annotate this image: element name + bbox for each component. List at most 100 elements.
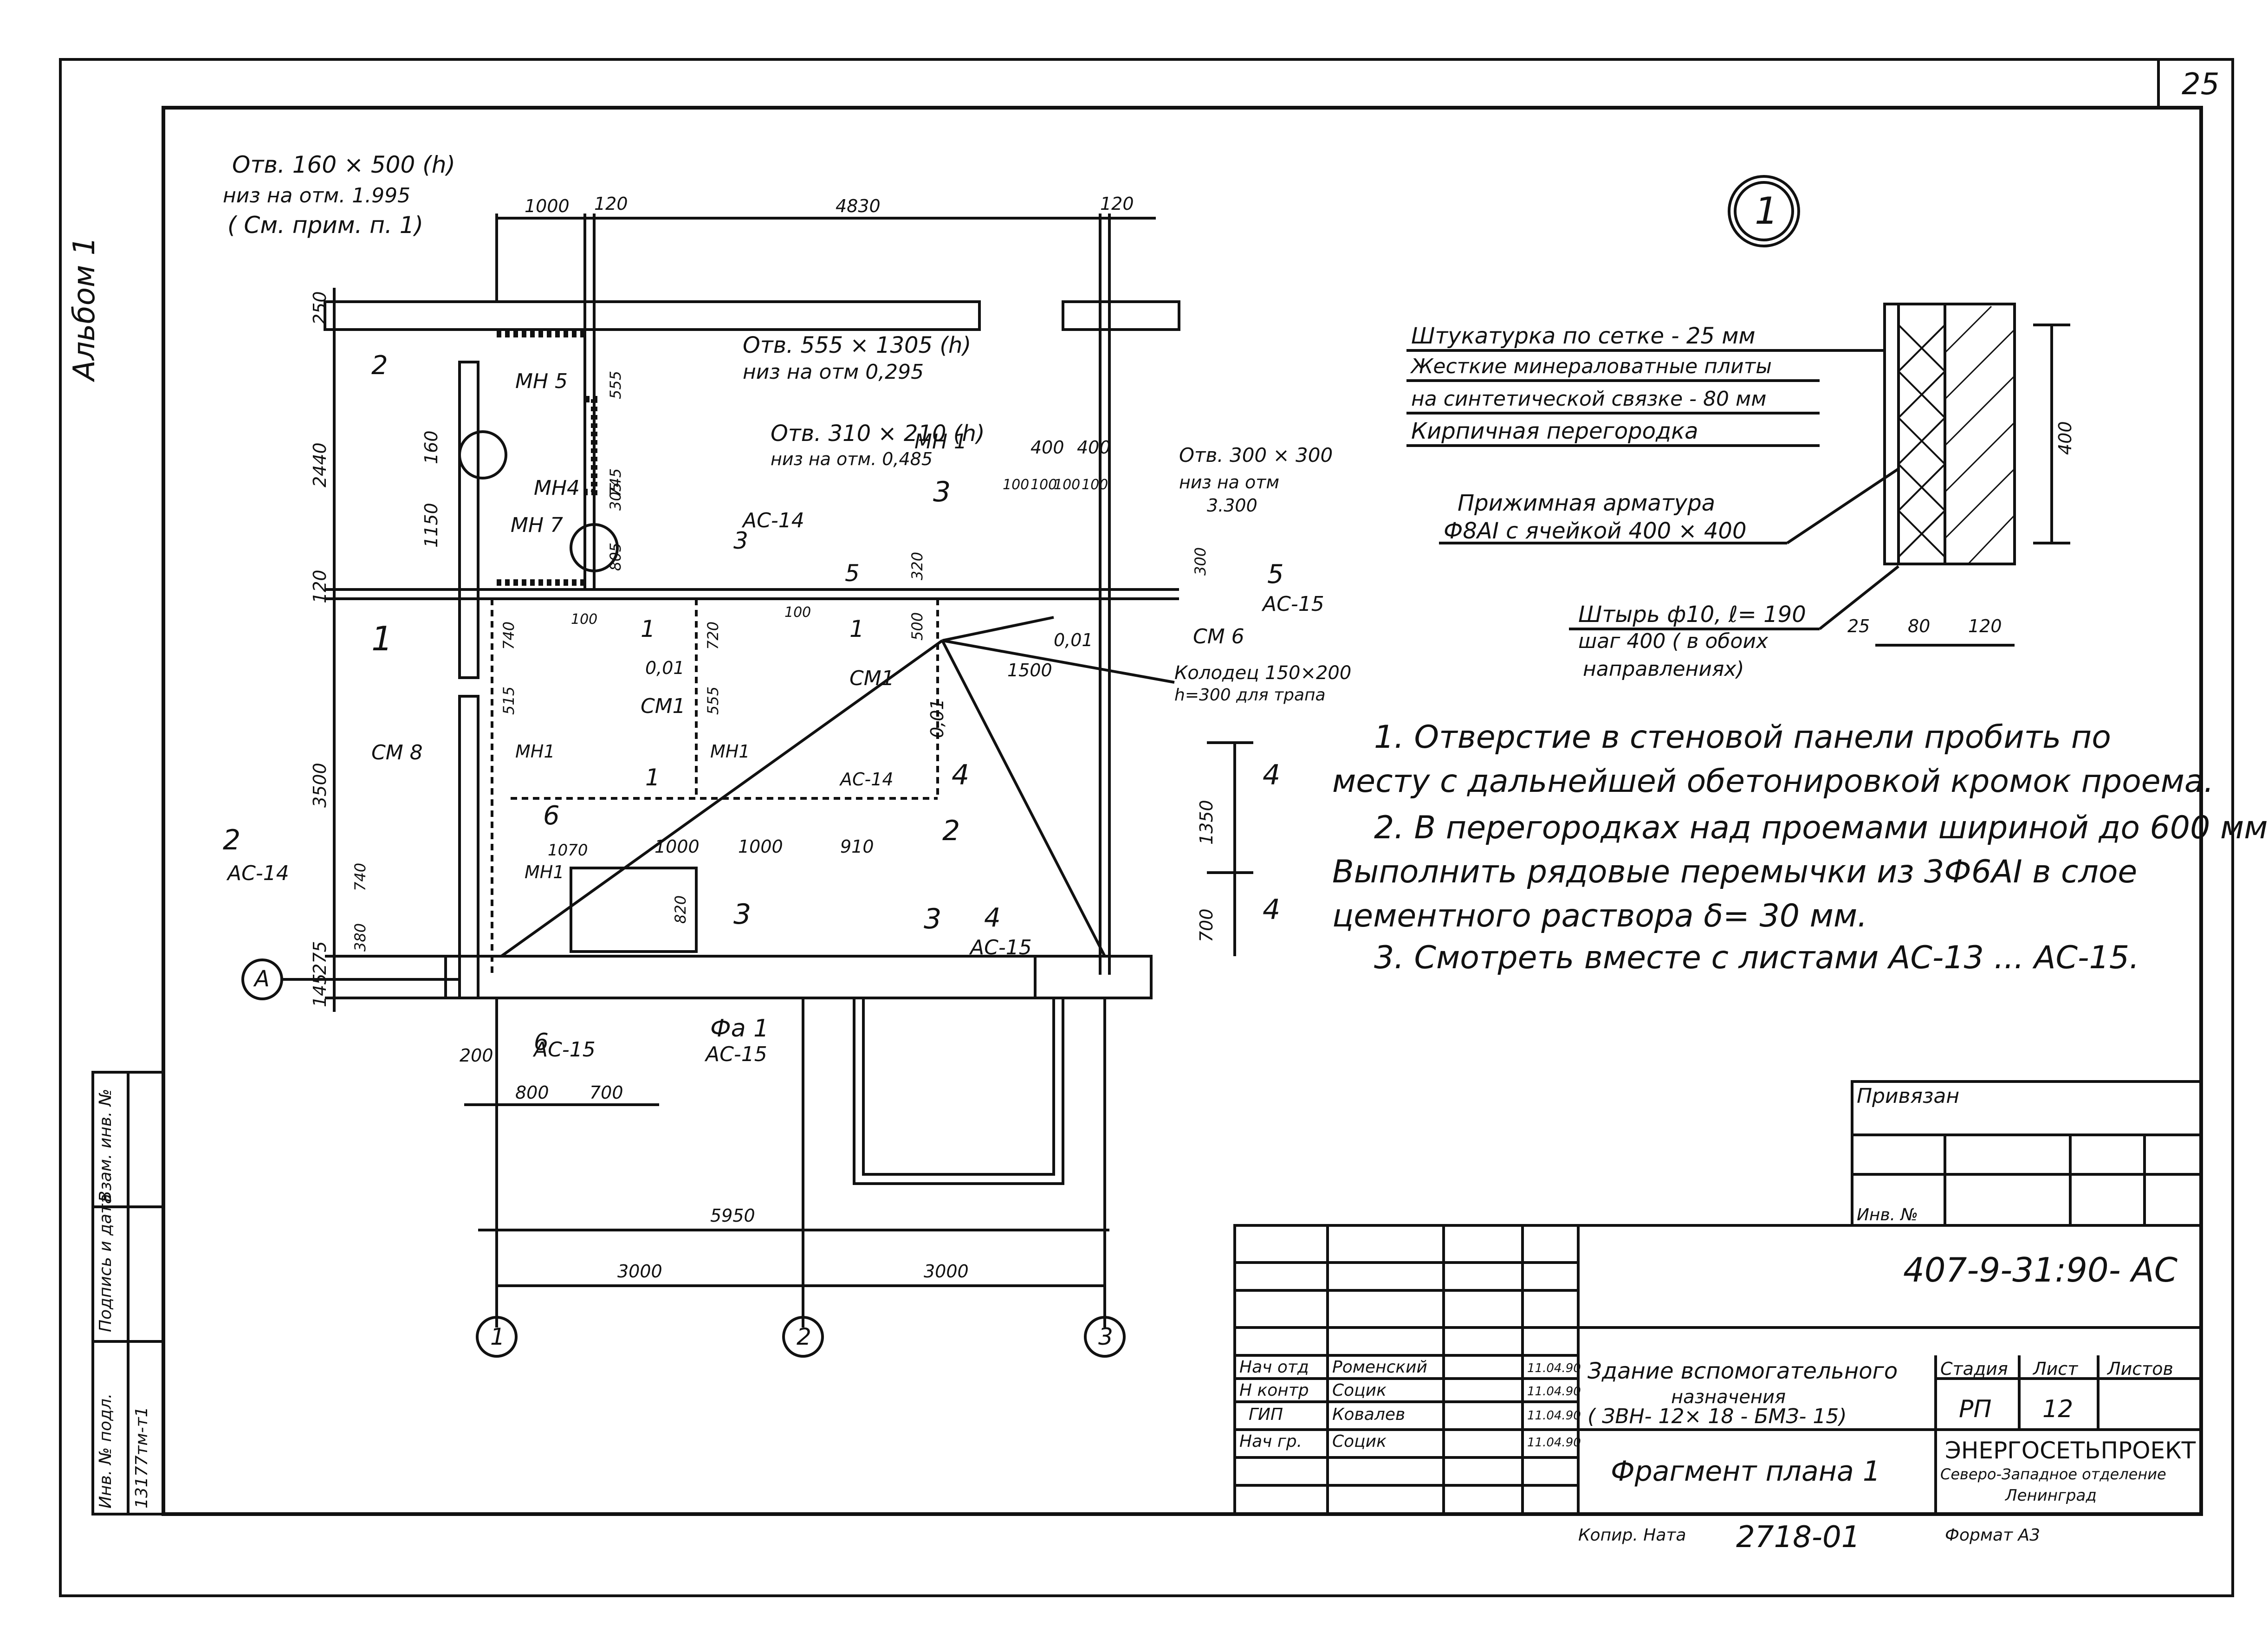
section-mark-4b: 4 [1263,759,1281,791]
dim-1350: 1350 [1196,800,1217,845]
layer-text-4: Кирпичная перегородка [1411,418,1698,444]
strip-sign-date: Подпись и дата [96,1193,115,1332]
opening-2-bottom: низ на отм 0,295 [743,360,924,384]
dim-910: 910 [840,836,874,857]
stamp-sheet-header: Лист [2033,1359,2078,1379]
level-2: 0,01 [1054,630,1093,650]
note-1a: 1. Отверстие в стеновой панели пробить п… [1374,719,2111,756]
inner-frame [162,106,2203,1516]
callout-circle-mn4 [458,430,507,479]
wall-top-left [324,300,981,331]
dim-820: 820 [672,895,689,924]
stamp-name-1: Роменский [1332,1358,1427,1377]
stamp-role-3: ГИП [1249,1405,1283,1424]
stamp-date-3: 11.04.90 [1527,1409,1581,1423]
label-ac14-mid: АС-14 [840,769,894,790]
detail-dim-120: 120 [1968,616,2002,636]
label-ac15-right: АС-15 [1263,592,1324,616]
pin-text-1: Штырь ф10, ℓ= 190 [1578,602,1806,628]
stamp-stage: РП [1959,1395,1992,1423]
dim-3000-b: 3000 [924,1261,969,1282]
opening-3-bottom: низ на отм. 0,485 [771,449,933,469]
pit [853,997,1064,1185]
note-1b: месту с дальнейшей обетонировкой кромок … [1332,763,2214,800]
axis-label-3: 3 [1098,1323,1113,1350]
detail-marker-circle [1728,175,1800,247]
dim-720: 720 [704,621,722,650]
section-mark-6: 6 [543,801,560,831]
wall-top-right [1062,300,1180,331]
section-mark-2c: 2 [942,815,960,847]
stamp-title-3: ( ЗВН- 12× 18 - БМЗ- 15) [1588,1405,1847,1428]
dim-4830: 4830 [836,196,881,216]
strip-inv-podl: Инв. № подл. [96,1393,115,1509]
axis-bubble-1 [476,1316,518,1358]
stamp-number: 2718-01 [1736,1520,1860,1554]
axis-bubble-2 [782,1316,824,1358]
dim-515: 515 [500,686,518,715]
dim-5950: 5950 [710,1205,755,1226]
dim-500: 500 [908,612,926,641]
section-mark-5: 5 [1267,559,1284,589]
opening-2-title: Отв. 555 × 1305 (h) [743,332,972,358]
label-cm6: СМ 6 [1193,625,1244,648]
layer-text-1: Штукатурка по сетке - 25 мм [1411,323,1756,349]
stamp-name-3: Ковалев [1332,1405,1406,1424]
dim-320: 320 [908,551,926,580]
dim-1000-b: 1000 [654,836,700,857]
wall-left-lower [458,695,480,999]
detail-dim-80: 80 [1908,616,1931,636]
outer-frame [59,58,2234,1597]
dim-100-a: 100 [1003,477,1030,493]
dim-400-a: 400 [1030,437,1064,458]
mesh-text-1: Прижимная арматура [1458,490,1716,516]
note-2c: цементного раствора δ= 30 мм. [1332,898,1867,934]
dim-1000-top: 1000 [525,196,570,216]
section-mark-2: 2 [371,350,388,381]
dim-250: 250 [310,291,330,325]
album-label: Альбом 1 [67,236,102,381]
dim-275: 275 [310,941,330,975]
stamp-copied: Копир. Ната [1578,1526,1686,1545]
mesh-text-2: Ф8АI с ячейкой 400 × 400 [1444,518,1747,544]
dim-700: 700 [1196,908,1217,942]
stamp-privyazan: Привязан [1857,1084,1960,1108]
dim-1070: 1070 [548,841,588,860]
opening-1-title: Отв. 160 × 500 (h) [232,151,455,178]
section-mark-3b: 3 [733,898,752,931]
label-axis-a: А [254,966,270,992]
dim-120-top: 120 [594,194,628,214]
opening-3-title: Отв. 310 × 210 (h) [771,421,985,447]
label-mn5: МН 5 [515,369,568,393]
stamp-org-1: ЭНЕРГОСЕТЬПРОЕКТ [1945,1437,2196,1464]
axis-label-1: 1 [490,1323,505,1350]
opening-4-level: 3.300 [1207,495,1257,516]
stamp-fragment: Фрагмент плана 1 [1611,1455,1881,1488]
dim-1150: 1150 [421,503,441,548]
wall-bottom-right [1034,955,1153,999]
dim-380: 380 [351,923,369,952]
opening-4-bottom: низ на отм [1179,472,1280,492]
level-1: 0,01 [645,658,685,678]
label-ac15-fa: АС-15 [706,1043,767,1066]
section-mark-3: 3 [933,476,951,508]
dim-745: 745 [607,468,624,497]
section-mark-1: 1 [371,619,393,658]
strip-inv-podl-value: 13177тм-т1 [132,1406,151,1509]
label-cm8: СМ 8 [371,741,423,764]
stamp-date-1: 11.04.90 [1527,1361,1581,1375]
wall-bottom [444,955,1153,999]
stamp-stage-header: Стадия [1940,1359,2008,1379]
strip-vzam: Взам. инв. № [96,1088,115,1202]
label-mn1-low: МН1 [525,862,564,882]
label-fa1: Фа 1 [710,1015,769,1043]
section-mark-4: 4 [952,759,970,791]
dim-555: 555 [607,370,624,399]
dim-145: 145 [310,973,330,1007]
section-mark-2b: 2 [223,824,241,856]
stamp-role-1: Нач отд [1239,1358,1309,1377]
layer-text-2: Жесткие минераловатные плиты [1411,355,1772,378]
opening-4-title: Отв. 300 × 300 [1179,444,1333,466]
note-3: 3. Смотреть вместе с листами АС-13 ... А… [1374,939,2139,976]
stamp-title-1: Здание вспомогательного [1588,1358,1898,1384]
